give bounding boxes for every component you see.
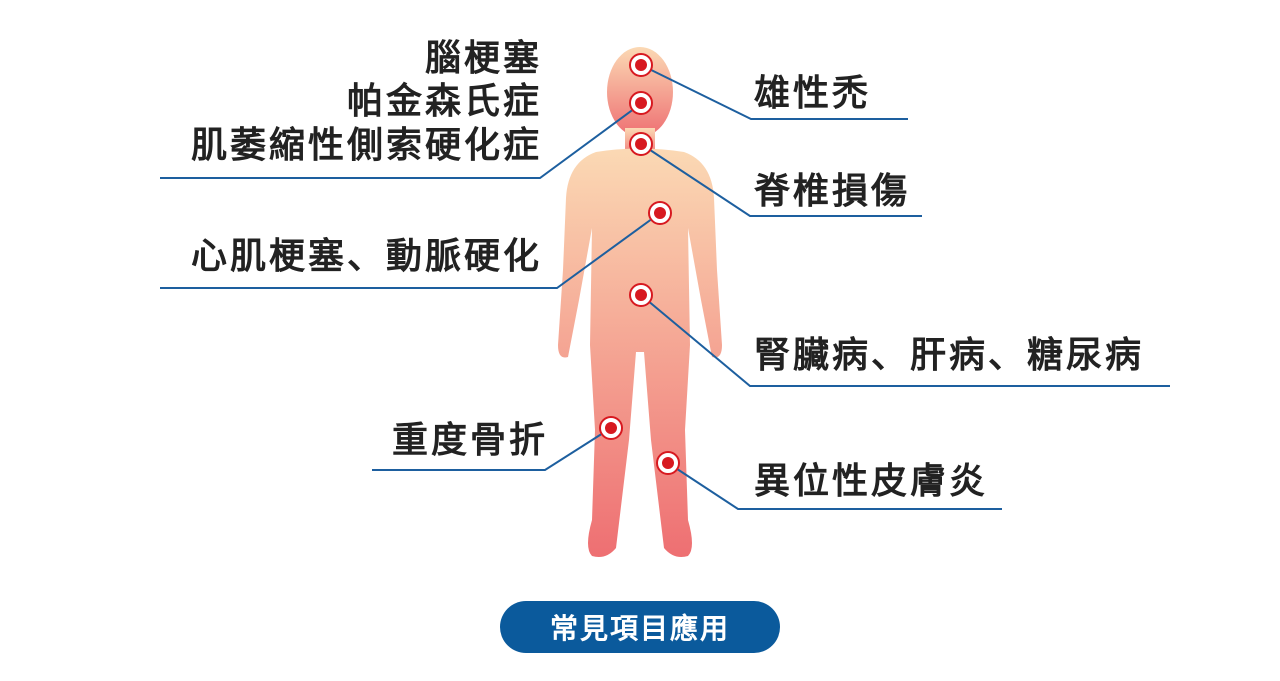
label-brain-3: 肌萎縮性側索硬化症 <box>190 125 542 166</box>
marker-hair <box>629 53 653 77</box>
connector-organs <box>640 294 1170 387</box>
label-spine: 脊椎損傷 <box>754 171 911 212</box>
label-brain-1: 腦梗塞 <box>424 38 542 79</box>
connector-spine <box>640 143 922 217</box>
connector-brain <box>160 102 643 179</box>
marker-organs <box>629 283 653 307</box>
marker-heart <box>648 201 672 225</box>
label-skin: 異位性皮膚炎 <box>754 461 989 502</box>
label-brain-2: 帕金森氏症 <box>346 81 542 122</box>
connector-bone <box>372 427 612 471</box>
common-applications-badge: 常見項目應用 <box>500 601 780 653</box>
connector-hair <box>640 64 908 120</box>
marker-skin <box>656 451 680 475</box>
label-heart: 心肌梗塞、動脈硬化 <box>190 236 542 277</box>
label-organs: 腎臟病、肝病、糖尿病 <box>754 335 1145 376</box>
marker-brain <box>629 91 653 115</box>
label-hair: 雄性禿 <box>754 73 872 114</box>
marker-spine <box>629 132 653 156</box>
marker-bone <box>599 416 623 440</box>
connector-heart <box>160 212 661 289</box>
connector-skin <box>667 462 1002 510</box>
label-bone: 重度骨折 <box>391 420 548 461</box>
connector-lines <box>160 64 1170 510</box>
markers <box>599 53 680 475</box>
